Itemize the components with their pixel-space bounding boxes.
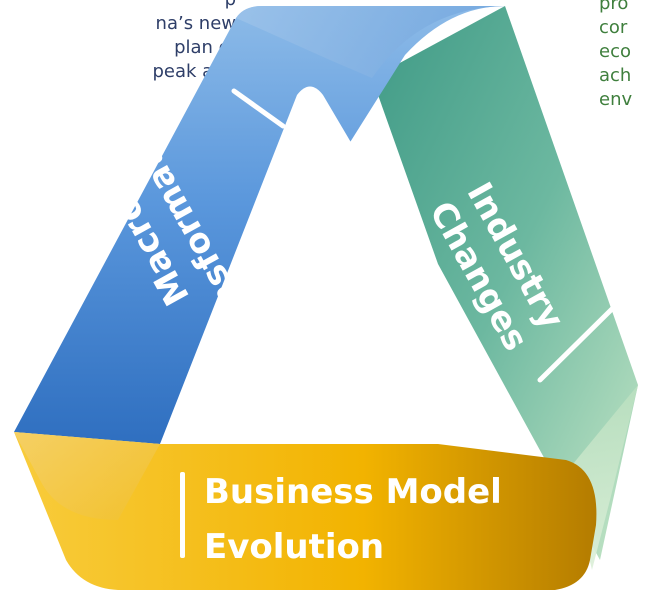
business-model-evolution-label: Business Model Evolution: [204, 472, 502, 567]
industry-changes-band: [372, 6, 638, 560]
right-text-line: ach: [599, 65, 632, 86]
right-text-line: env: [599, 89, 633, 110]
macro-separator-bar: [231, 88, 286, 129]
business-separator-bar: [180, 472, 185, 558]
bottom-left-fold: [14, 432, 160, 520]
right-text-line: pro: [599, 0, 629, 14]
left-text-line: p: [0, 0, 236, 12]
left-text-line: na’s new: [155, 13, 236, 34]
right-text-line: cor: [599, 17, 628, 38]
business-model-evolution-band: [14, 432, 597, 590]
industry-separator-bar: [537, 305, 616, 383]
right-text-fragment: pro cor eco ach env: [599, 0, 668, 112]
right-text-line: eco: [599, 41, 631, 62]
center-triangle: [160, 86, 520, 444]
business-label-line2: Evolution: [204, 527, 384, 567]
business-label-line1: Business Model: [204, 472, 502, 512]
top-fold: [236, 6, 505, 78]
